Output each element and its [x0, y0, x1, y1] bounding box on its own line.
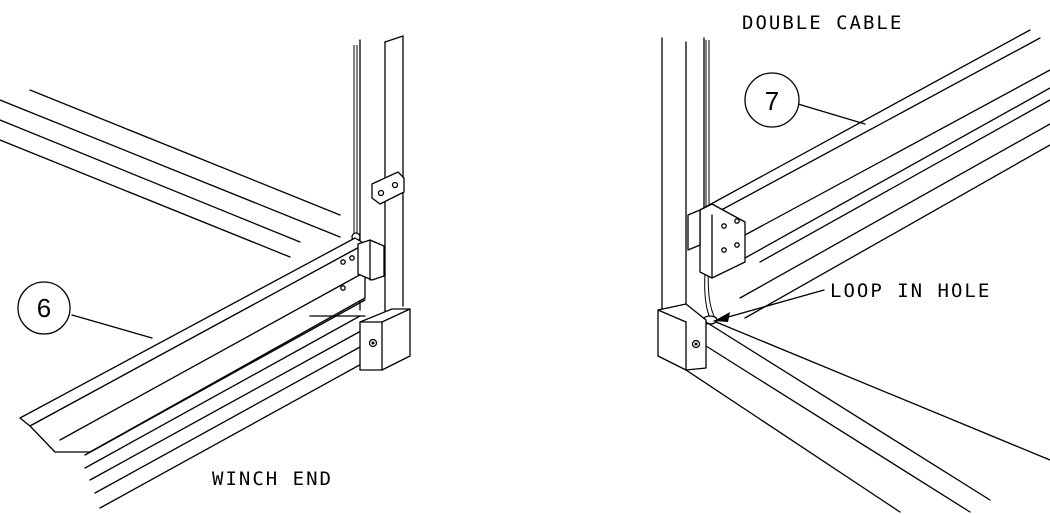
double-cable-view: 7 DOUBLE CABLE LOOP IN HOLE	[657, 12, 1050, 513]
callout-6: 6	[17, 281, 153, 339]
winch-cable	[351, 45, 361, 242]
post-bracket	[371, 171, 405, 205]
corner-foot-left	[359, 308, 411, 371]
upper-rail-right	[699, 29, 1050, 319]
callout-6-number: 6	[37, 293, 51, 323]
winch-end-label: WINCH END	[212, 468, 333, 490]
front-beam-left	[19, 237, 366, 456]
corner-foot-right	[657, 303, 707, 371]
lower-rail-right	[685, 321, 1050, 513]
callout-7-number: 7	[765, 86, 779, 116]
lower-rails-left	[84, 315, 381, 509]
winch-end-view: 6 WINCH END	[0, 35, 411, 509]
loop-in-hole-leader	[713, 289, 825, 322]
beam-end-block-right	[687, 203, 746, 279]
double-cable	[702, 40, 718, 325]
callout-7: 7	[744, 72, 866, 128]
corner-post-right	[661, 37, 705, 313]
double-cable-label: DOUBLE CABLE	[742, 12, 903, 34]
rear-rail-left	[0, 89, 341, 258]
loop-in-hole-label: LOOP IN HOLE	[830, 280, 991, 302]
beam-end-block	[357, 239, 385, 281]
